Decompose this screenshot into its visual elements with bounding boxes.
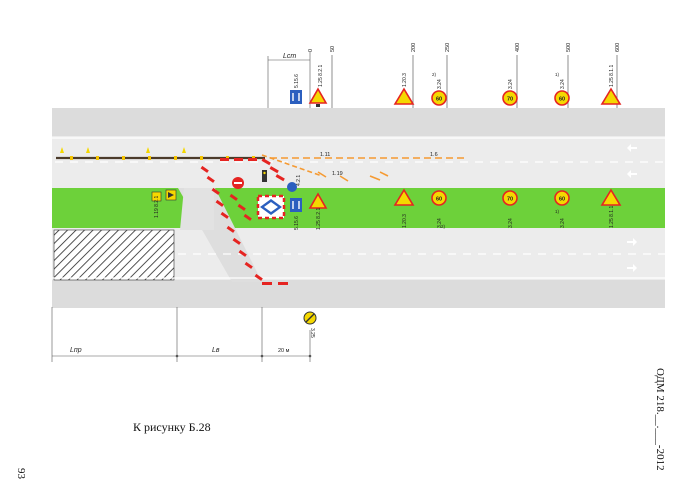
median-label-0: 5.15.6 (294, 216, 300, 230)
speed-sign-median-250: 60 (431, 190, 447, 206)
bottom-sign-label: 3.25 (309, 328, 315, 338)
tick-400: 400 (515, 43, 521, 52)
temporary-markings (261, 154, 465, 182)
median-label-200: 1.20.3 (402, 214, 408, 228)
median-sign-left (151, 189, 177, 202)
crossover-median-cut (180, 188, 214, 230)
dimension-ticks (175, 354, 312, 358)
sign-label-500-top: 3.24 (560, 79, 566, 89)
bottom-sign-3-25 (303, 311, 317, 325)
tick-50: 50 (330, 46, 336, 52)
lower-shoulder (52, 280, 665, 308)
median-note-500: 1) (555, 209, 560, 214)
sign-label-50-top: 1.25 8.2.1 (318, 65, 324, 87)
median-label-250: 3.24 (437, 218, 443, 228)
median-label-50: 1.25 8.2.1 (316, 208, 322, 230)
tick-500: 500 (566, 43, 572, 52)
svg-text:60: 60 (559, 97, 565, 103)
median-label-400: 3.24 (508, 218, 514, 228)
keep-right-sign (287, 182, 297, 192)
svg-text:60: 60 (436, 197, 442, 203)
tick-600: 600 (615, 43, 621, 52)
page-number: 93 (15, 468, 27, 479)
warning-sign-top-200 (393, 87, 415, 105)
warning-sign-median-200 (393, 188, 415, 206)
svg-text:70: 70 (507, 97, 513, 103)
sign-label-200-top: 1.20.3 (402, 73, 408, 87)
marking-1-6-label: 1.6 (430, 152, 438, 158)
lane-arrows (627, 144, 637, 272)
warning-sign-median-50 (308, 192, 328, 209)
tick-200: 200 (411, 43, 417, 52)
traffic-cones (200, 158, 288, 285)
marking-1-19-label: 1.19 (332, 171, 343, 177)
sign-label-400-top: 3.24 (508, 79, 514, 89)
barrier-line (56, 147, 265, 160)
l-v-label: Lв (212, 347, 220, 354)
sign-note-250-top: 2) (432, 72, 437, 77)
figure-caption: К рисунку Б.28 (133, 420, 211, 434)
speed-sign-top-400: 70 (502, 90, 518, 106)
median-strip (52, 188, 665, 228)
speed-sign-median-400: 70 (502, 190, 518, 206)
speed-sign-top-250: 60 (431, 90, 447, 106)
median-label-600: 1.25 8.1.1 (609, 206, 615, 228)
median-label-left: 1.19 8.2.1 (154, 196, 160, 218)
dimension-lines (51, 52, 311, 362)
sign-5-15-6-top (290, 90, 302, 104)
svg-text:70: 70 (507, 197, 513, 203)
sign-label-600-top: 1.25 8.1.1 (609, 65, 615, 87)
tick-250: 250 (445, 43, 451, 52)
traffic-light (262, 170, 267, 182)
marking-1-11-label: 1.11 (320, 152, 330, 158)
sign-label-250-top: 3.24 (437, 79, 443, 89)
closed-lane-hatched (53, 229, 175, 281)
warning-sign-median-600 (600, 188, 622, 206)
document-code: ОДМ 218.__.___-2012 (654, 368, 666, 471)
work-area-barrier (256, 194, 302, 220)
svg-text:60: 60 (559, 197, 565, 203)
speed-sign-median-500: 60 (554, 190, 570, 206)
median-note-250: 2) (441, 224, 446, 229)
sign-note-500-top: 1) (555, 72, 560, 77)
distance-posts (331, 55, 618, 108)
sign-label-5-15-6-top: 5.15.6 (294, 74, 300, 88)
tick-0: 0 (308, 49, 314, 52)
warning-sign-top-600 (600, 87, 622, 105)
dist-20m-label: 20 м (278, 348, 290, 354)
upper-shoulder (52, 108, 665, 136)
l-st-label: Lст (283, 53, 296, 60)
warning-sign-top-50 (308, 87, 328, 107)
no-entry-sign (232, 177, 244, 189)
median-label-500: 3.24 (560, 218, 566, 228)
median-label-small: 4.2.1 (296, 175, 302, 186)
svg-text:60: 60 (436, 97, 442, 103)
l-pr-label: Lпр (70, 347, 82, 354)
speed-sign-top-500: 60 (554, 90, 570, 106)
